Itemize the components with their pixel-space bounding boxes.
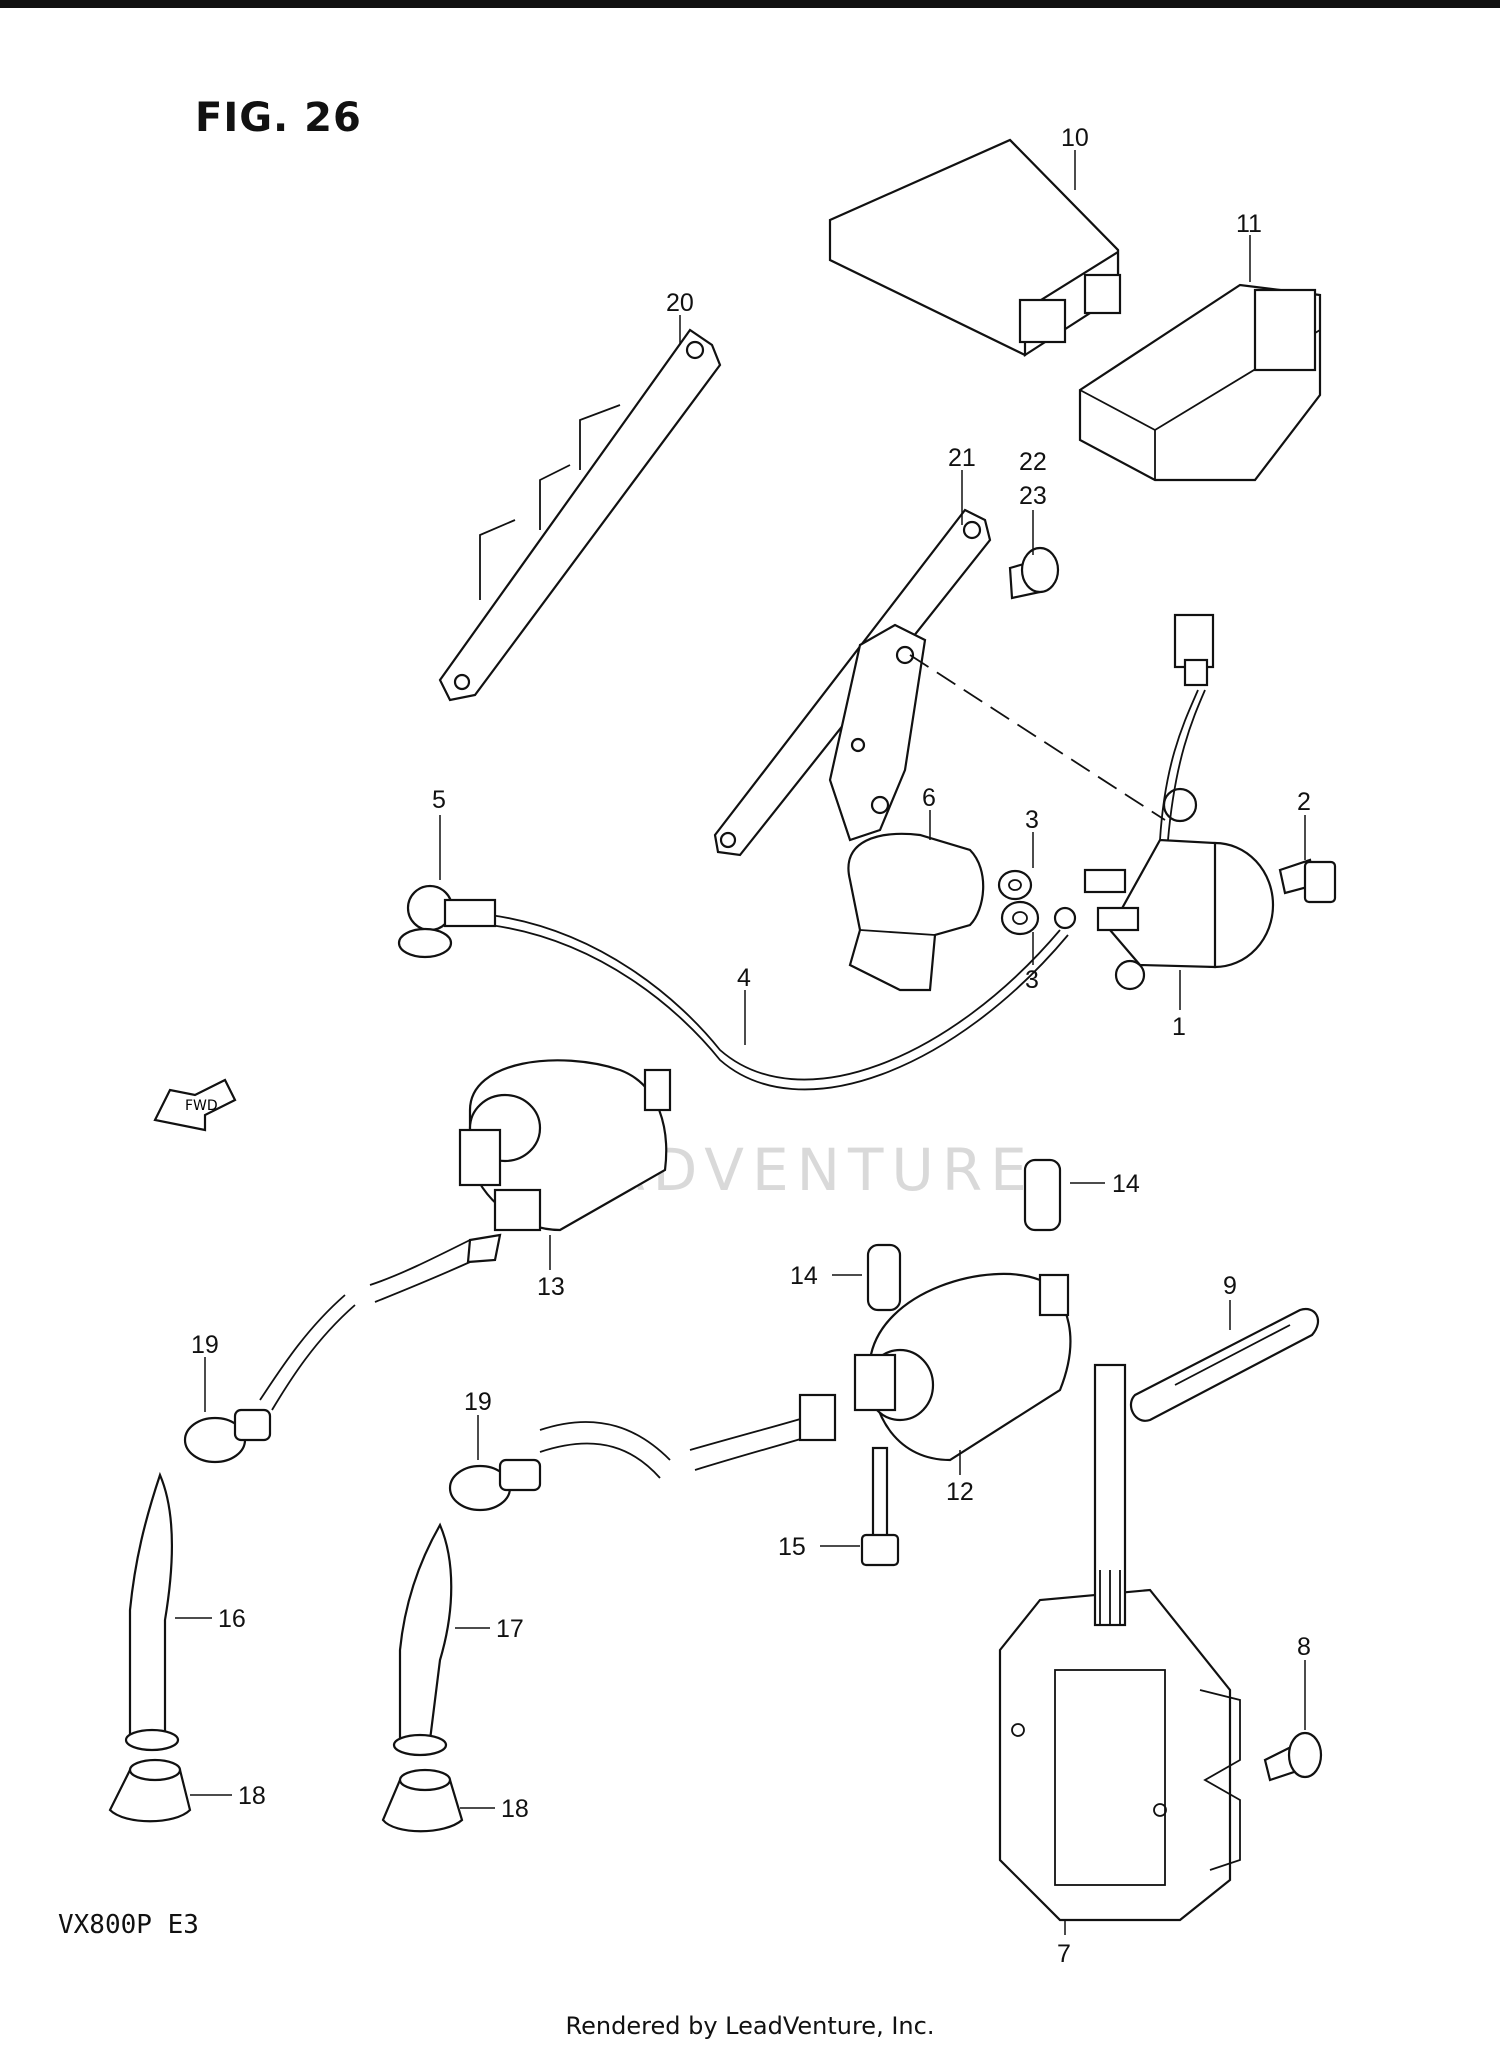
callout-17: 17 bbox=[496, 1615, 524, 1643]
callout-4: 4 bbox=[737, 964, 751, 992]
callout-labels: 10 11 20 21 22 23 2 3 3 1 5 6 4 13 14 14… bbox=[191, 124, 1311, 1968]
callout-12: 12 bbox=[946, 1478, 974, 1506]
callout-18-right: 18 bbox=[501, 1795, 529, 1823]
part-18-boots bbox=[108, 1758, 464, 1833]
callout-20: 20 bbox=[666, 289, 694, 317]
callout-16: 16 bbox=[218, 1605, 246, 1633]
part-7-regulator-rectifier bbox=[998, 1363, 1241, 1922]
part-17-high-tension-cord bbox=[392, 1421, 671, 1757]
callout-23: 23 bbox=[1019, 482, 1047, 510]
part-9-strap bbox=[1129, 1307, 1319, 1422]
part-15-bolt bbox=[860, 1446, 900, 1567]
part-5-plug-cap bbox=[397, 884, 497, 959]
callout-3-lower: 3 bbox=[1025, 966, 1039, 994]
callout-13: 13 bbox=[537, 1273, 565, 1301]
callout-8: 8 bbox=[1297, 1633, 1311, 1661]
callout-15: 15 bbox=[778, 1533, 806, 1561]
callout-9: 9 bbox=[1223, 1272, 1237, 1300]
part-10-igniter-unit bbox=[828, 138, 1122, 358]
fwd-label: FWD bbox=[185, 1098, 218, 1114]
callout-1: 1 bbox=[1172, 1013, 1186, 1041]
part-12-ignition-coil bbox=[689, 1272, 1072, 1471]
fwd-direction-arrow: FWD bbox=[153, 1078, 237, 1132]
callout-19-left: 19 bbox=[191, 1331, 219, 1359]
callout-19-right: 19 bbox=[464, 1388, 492, 1416]
assembly-dash-line bbox=[909, 654, 1166, 821]
callout-14-upper: 14 bbox=[1112, 1170, 1140, 1198]
leader-lines bbox=[175, 150, 1306, 1935]
part-11-relay-unit bbox=[1078, 283, 1322, 482]
callout-10: 10 bbox=[1061, 124, 1089, 152]
part-6-terminal-cap bbox=[847, 832, 985, 992]
callout-18-left: 18 bbox=[238, 1782, 266, 1810]
callout-21: 21 bbox=[948, 444, 976, 472]
model-code: VX800P E3 bbox=[58, 1910, 199, 1940]
part-3-nuts bbox=[997, 869, 1040, 936]
part-20-bracket bbox=[438, 328, 722, 702]
footer-credit: Rendered by LeadVenture, Inc. bbox=[565, 2012, 935, 2040]
callout-14-lower: 14 bbox=[790, 1262, 818, 1290]
figure-title: FIG. 26 bbox=[195, 95, 362, 141]
part-13-ignition-coil bbox=[369, 1059, 672, 1303]
callout-3-upper: 3 bbox=[1025, 806, 1039, 834]
callout-6: 6 bbox=[922, 784, 936, 812]
part-1-starter-relay bbox=[1083, 613, 1275, 991]
part-21-bracket bbox=[713, 508, 992, 857]
part-4-lead-wire bbox=[489, 906, 1077, 1091]
callout-7: 7 bbox=[1057, 1940, 1071, 1968]
part-14-tubes bbox=[866, 1158, 1062, 1312]
part-8-screw bbox=[1263, 1731, 1323, 1782]
callout-5: 5 bbox=[432, 786, 446, 814]
part-2-bolt bbox=[1278, 858, 1337, 904]
callout-11: 11 bbox=[1236, 210, 1262, 238]
part-16-high-tension-cord bbox=[124, 1294, 356, 1752]
callout-22: 22 bbox=[1019, 448, 1047, 476]
part-22-23-screw bbox=[1008, 546, 1060, 600]
top-border bbox=[0, 0, 1500, 8]
callout-2: 2 bbox=[1297, 788, 1311, 816]
